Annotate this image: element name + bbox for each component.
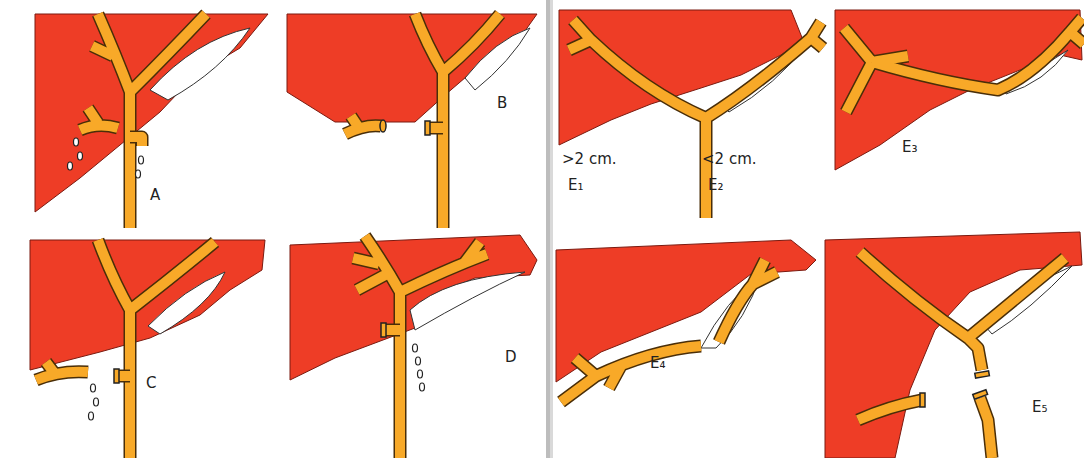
figure-b [287,14,537,228]
figure-label: C [146,376,156,391]
panel-shadow [546,0,550,458]
figure-label: D [505,350,517,365]
figure-e4 [556,240,816,402]
figure-label: E₄ [650,356,666,371]
figure-label: E₅ [1032,400,1048,415]
figure-label: E₃ [902,140,918,155]
figure-d [290,235,537,458]
panel [0,0,546,458]
figure-label: E₂ [708,178,724,193]
figure-e5 [825,232,1082,458]
figure-label: E₁ [568,178,584,193]
figure-label: >2 cm. [562,152,617,167]
figure-a [35,14,268,228]
figure-label: A [150,188,160,203]
panel [553,0,1084,458]
figure-label: B [497,96,507,111]
figure-label: <2 cm. [702,152,757,167]
figure-c [30,240,265,458]
figure-e3 [835,10,1084,170]
figure-e1-e2 [559,10,823,218]
